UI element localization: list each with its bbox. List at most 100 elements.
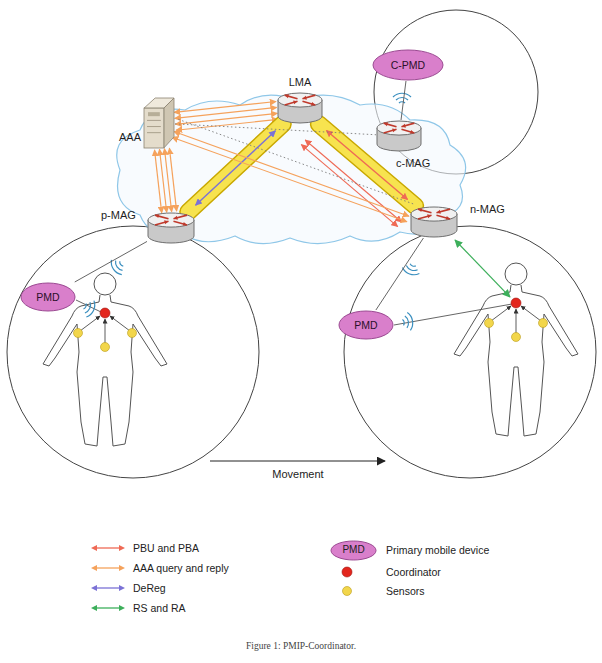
aaa-message-arrows [155,148,177,213]
server-slot [147,120,161,121]
router-arrowhead [164,220,168,224]
legend-text: PBU and PBA [133,541,199,555]
cell-circle [344,226,596,478]
server-slot [147,126,161,127]
access-router: n-MAG [410,206,458,238]
sensor-arrow [521,306,541,321]
router-arrowhead [410,130,414,134]
server-front [144,108,164,148]
legend-swatch [331,541,376,560]
connector-line [175,107,277,118]
router-arrow [285,95,298,99]
router-arrowhead [446,216,450,220]
legend-text: Coordinator [386,565,441,579]
connector-line [155,150,162,213]
legend-arrowhead [119,605,125,611]
sensor-dot [128,329,137,338]
network-cloud [117,95,466,244]
sensor-arrow [110,316,130,331]
legend-swatch-frame [341,585,353,597]
primary-mobile-device: PMD [20,282,76,312]
router-top [148,213,194,227]
aaa-message-arrows [174,101,278,130]
connector-line [174,132,409,217]
router-arrowhead [437,210,441,214]
connector-line [376,238,424,310]
cell-circle [7,226,259,478]
router-arrow [155,215,169,219]
router-arrowhead [418,208,422,212]
router-arrow [437,215,451,219]
legend-swatch [343,587,352,596]
device-label: PMD [20,282,76,312]
wireless-link [75,241,147,282]
legend-line-sample [90,543,126,553]
router-arrowhead [392,128,396,132]
router-arrow [437,209,451,213]
connector-line [401,81,406,120]
anchor-router: LMA [277,92,323,124]
legend-line-sample [90,603,126,613]
movement-label: Movement [250,467,346,481]
access-router: c-MAG [376,120,422,152]
router-arrowhead [174,216,178,220]
router-top [278,93,322,107]
router-arrow [418,215,432,219]
connector-line [174,101,276,112]
router-arrow [384,123,397,127]
coordinator-dot [511,298,521,308]
node-label: AAA [111,130,141,144]
figure-caption: Figure 1: PMIP-Coordinator. [0,641,602,651]
router-arrowhead [303,96,307,100]
tunnel-link [188,124,283,212]
wireless-symbol [108,256,126,276]
aaa-message-arrows [172,132,409,222]
legend-line [94,547,122,548]
router-arrow [303,101,316,105]
connector-line [172,137,407,222]
router-outline [376,120,422,152]
legend-arrowhead [91,565,97,571]
sensor-dot [74,329,83,338]
router-arrow [285,101,298,105]
legend-text: Sensors [386,584,425,598]
router-arrowhead [293,100,297,104]
connector-line [305,140,401,222]
tunnel-body [188,124,283,212]
device-label: C-PMD [372,49,444,81]
sensor-arrow [105,319,106,343]
sensor-dot [101,343,110,352]
tunnel-arrow [196,131,276,205]
node-label: LMA [270,75,330,89]
primary-mobile-device: C-PMD [372,49,444,81]
sensor-dot [539,319,548,328]
legend-arrowhead [119,545,125,551]
legend-line-sample [90,563,126,573]
primary-mobile-device: PMD [338,310,394,340]
router-arrow [155,221,169,225]
sensor-arrow [516,309,517,333]
router-arrowhead [183,222,187,226]
device-ellipse [21,283,75,311]
tunnel-outline [188,124,283,212]
router-top [411,207,457,221]
server-slot [147,132,161,133]
legend-text: AAA query and reply [133,561,229,575]
router-arrow [384,129,397,133]
legend-sample-label: PMD [330,543,377,557]
legend-swatch-frame [341,566,353,578]
server-outline [143,97,175,149]
device-label: PMD [338,310,394,340]
router-arrow [402,123,415,127]
node-label: c-MAG [396,156,440,170]
router-arrowhead [311,102,315,106]
wireless-link [376,238,424,310]
legend-text: DeReg [133,581,166,595]
legend-swatch [342,567,352,577]
router-arrow [174,215,188,219]
router-outline [410,206,458,238]
wireless-symbol [401,312,414,331]
legend-line [94,607,122,608]
